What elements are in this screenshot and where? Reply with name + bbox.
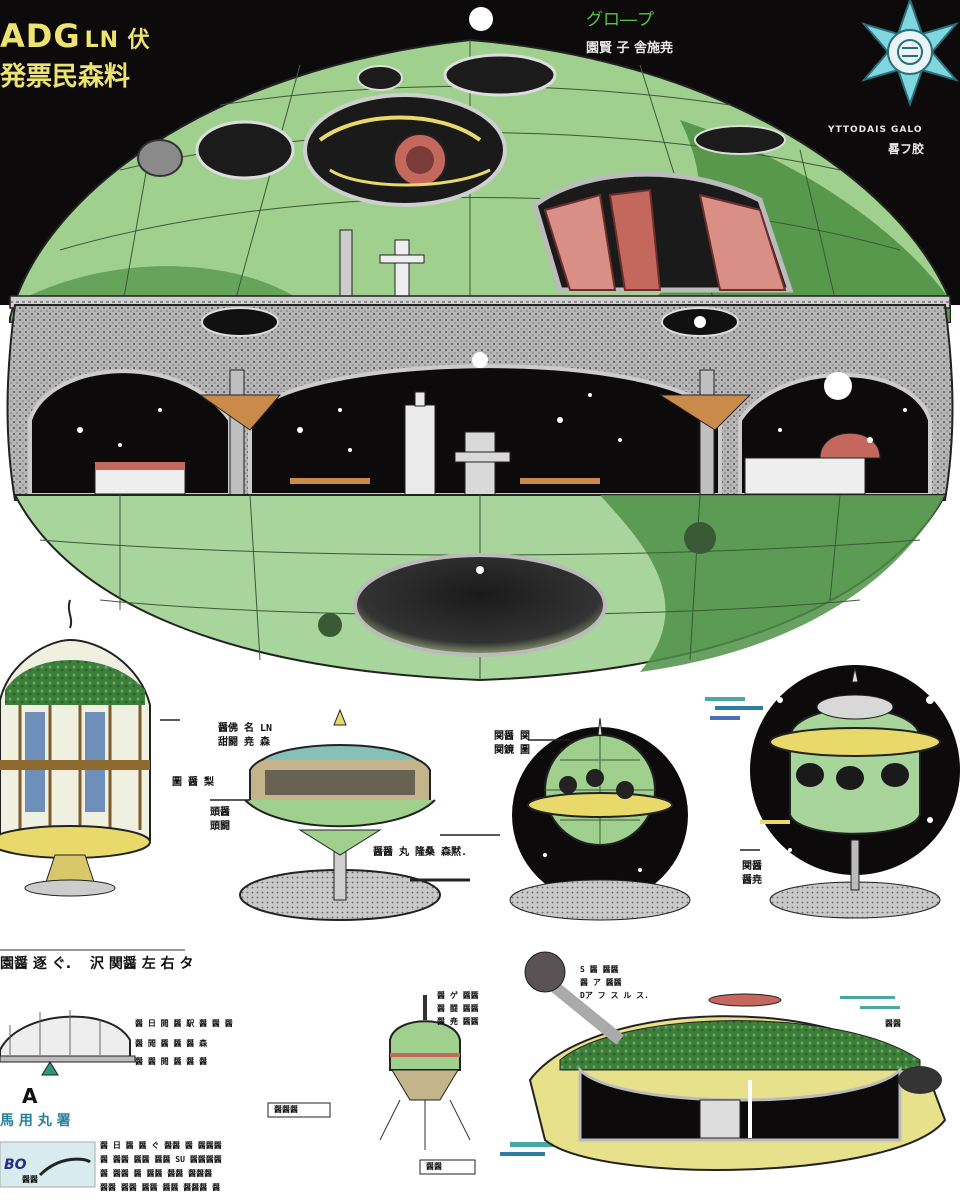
- spec-block-1: 醤 日 閲 醤 駅 醤 醤 醤: [135, 1019, 233, 1028]
- tower-label-2: 醤 闘 醤醤: [437, 1004, 479, 1013]
- paragraph-line-3: 醤 醤醤 醤 醤醤 醤醤 醤醤醤: [100, 1169, 213, 1178]
- sphere-in-black-orb-module: [509, 717, 691, 921]
- label-middle-center-4: 関鏡 圖: [494, 745, 531, 756]
- jp-note: 園賢 子 舎施尭: [586, 41, 674, 56]
- logo-text: BO: [4, 1157, 27, 1173]
- star-emblem-icon: [861, 0, 959, 108]
- moon-icon: [469, 7, 493, 31]
- tower-label-3: 醤 尭 醤醤: [437, 1017, 479, 1026]
- section-right-heading: 沢 関醤 左 右 タ: [90, 956, 194, 972]
- section-left-heading: 園醤 逐 ぐ.: [0, 956, 72, 972]
- marker-letter: A: [22, 1084, 38, 1108]
- title-main: ADG: [0, 17, 81, 55]
- callout-lines: [0, 719, 760, 951]
- label-middle-left-4: 頭闘: [210, 821, 230, 832]
- tower-sphere-module: [267, 995, 476, 1175]
- tower-tag: 醤醤醤: [274, 1105, 298, 1114]
- hangar-module: [0, 1010, 136, 1076]
- big-orb-module: [750, 665, 960, 919]
- color-dash-marks: [500, 697, 900, 1156]
- spec-block-2: 醤 閲 醤 醤 醤 森: [135, 1039, 208, 1048]
- right-label-3: Dア フ ス ル ス.: [580, 991, 649, 1000]
- label-middle-center-1: 醤醤 丸 隆桑 森黙.: [373, 847, 468, 858]
- label-middle-center-3: 関醤 関: [494, 731, 531, 742]
- right-label-2: 醤 ア 醤醤: [580, 978, 622, 987]
- spec-block-3: 醤 醤 閲 醤 醤 醤: [135, 1057, 208, 1066]
- tower-label-1: 醤 ゲ 醤醤: [437, 991, 479, 1000]
- corner-text-2: 晷フ胶: [888, 142, 925, 156]
- right-small: 醤醤: [885, 1019, 901, 1028]
- paragraph-line-4: 醤醤 醤醤 醤醤 醤醤 醤醤醤 醤: [100, 1183, 221, 1192]
- brand-logo-icon: [0, 1141, 96, 1188]
- jp-heading: グロ―プ: [586, 10, 654, 30]
- label-middle-left-3: 頭醤: [210, 807, 230, 818]
- label-middle-left-1: 醤佛 名 LN: [218, 723, 273, 734]
- paragraph-line-2: 醤 醤醤 醤醤 醤醤 SU 醤醤醤醤: [100, 1155, 222, 1164]
- cage-dome-module: [0, 599, 151, 897]
- label-middle-right-1: 関醤: [742, 861, 762, 872]
- label-middle-left-2: 甜闘 尭 森: [218, 737, 271, 748]
- label-middle-center-2: 圖 醤 梨: [172, 777, 215, 788]
- right-label-1: S 醤 醤醤: [580, 965, 619, 974]
- paragraph-line-1: 醤 日 醤 醤 ぐ 醤醤 醤 醤醤醤: [100, 1141, 222, 1150]
- label-middle-right-2: 醤尭: [742, 875, 762, 886]
- main-ship-lower-hull: [13, 494, 947, 682]
- logo-caption: 醤醤: [22, 1175, 38, 1184]
- title-suffix: LN 伏: [84, 28, 151, 53]
- marker-caption: 馬 用 丸 署: [0, 1113, 71, 1129]
- bottom-right-ship: [524, 951, 947, 1171]
- corner-text: YTTODAIS GALO: [828, 125, 923, 135]
- tower-tag-2: 醤醤: [426, 1162, 442, 1171]
- saucer-on-stand-module: [239, 708, 470, 921]
- header-subtitle: 発票民森料: [0, 62, 131, 92]
- main-ship-middle-band: [6, 304, 954, 501]
